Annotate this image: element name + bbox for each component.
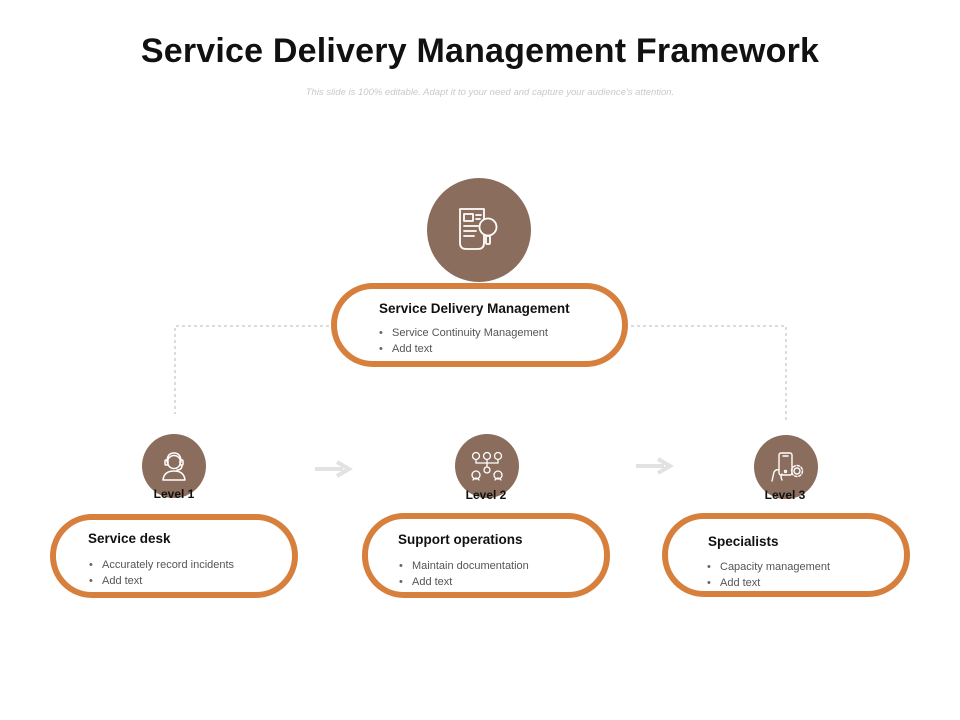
user-headset-icon	[162, 452, 186, 481]
level1-pill: Service desk Accurately record incidents…	[50, 514, 298, 598]
list-item: Add text	[89, 573, 234, 589]
level1-label: Level 1	[153, 487, 195, 501]
top-pill: Service Delivery Management Service Cont…	[331, 283, 628, 367]
list-item: Maintain documentation	[399, 558, 529, 574]
list-item: Service Continuity Management	[379, 325, 548, 341]
list-item: Capacity management	[707, 559, 830, 575]
slide-subtitle: This slide is 100% editable. Adapt it to…	[305, 87, 675, 98]
arrow-right-icon	[315, 460, 353, 478]
level2-pill-title: Support operations	[398, 532, 523, 547]
arrow-right-icon	[636, 457, 674, 475]
level3-pill-title: Specialists	[708, 534, 779, 549]
top-pill-title: Service Delivery Management	[379, 301, 570, 316]
connector-left	[174, 325, 335, 414]
list-item: Add text	[707, 575, 830, 591]
level3-icon-circle	[754, 435, 818, 499]
level2-bullet-list: Maintain documentation Add text	[399, 558, 529, 590]
connector-right	[625, 325, 787, 422]
list-item: Add text	[379, 341, 548, 357]
level1-icon-circle	[142, 434, 206, 498]
document-search-icon	[459, 208, 498, 250]
level1-pill-title: Service desk	[88, 531, 171, 546]
level2-label: Level 2	[465, 488, 507, 502]
team-network-icon	[471, 451, 503, 481]
level3-bullet-list: Capacity management Add text	[707, 559, 830, 591]
level2-icon-circle	[455, 434, 519, 498]
top-icon-circle	[427, 178, 531, 282]
list-item: Add text	[399, 574, 529, 590]
level3-pill: Specialists Capacity management Add text	[662, 513, 910, 597]
level1-bullet-list: Accurately record incidents Add text	[89, 557, 234, 589]
level2-pill: Support operations Maintain documentatio…	[362, 513, 610, 598]
top-bullet-list: Service Continuity Management Add text	[379, 325, 548, 357]
level3-label: Level 3	[764, 488, 806, 502]
list-item: Accurately record incidents	[89, 557, 234, 573]
phone-gear-icon	[771, 452, 804, 482]
slide-title: Service Delivery Management Framework	[140, 32, 820, 70]
